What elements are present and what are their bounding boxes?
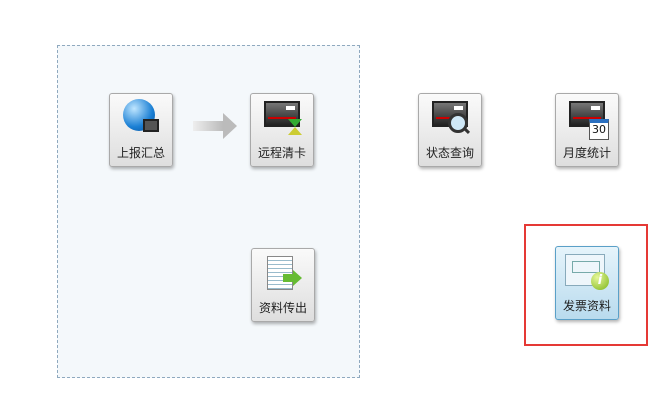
status-query-button[interactable]: 状态查询 xyxy=(418,93,482,167)
calendar-card-icon: 30 xyxy=(569,99,609,140)
document-export-icon xyxy=(265,254,302,290)
data-export-button[interactable]: 资料传出 xyxy=(251,248,315,322)
report-summary-button[interactable]: 上报汇总 xyxy=(109,93,173,167)
invoice-info-icon: i xyxy=(565,252,609,290)
monthly-stats-button[interactable]: 30 月度统计 xyxy=(555,93,619,167)
flow-arrow-icon xyxy=(193,113,237,139)
globe-icon xyxy=(123,99,159,135)
hourglass-card-icon xyxy=(264,99,302,135)
magnifier-card-icon xyxy=(432,99,471,135)
invoice-data-button[interactable]: i 发票资料 xyxy=(555,246,619,320)
workflow-group xyxy=(57,45,360,378)
remote-clear-card-button[interactable]: 远程清卡 xyxy=(250,93,314,167)
highlight-box xyxy=(524,224,648,346)
